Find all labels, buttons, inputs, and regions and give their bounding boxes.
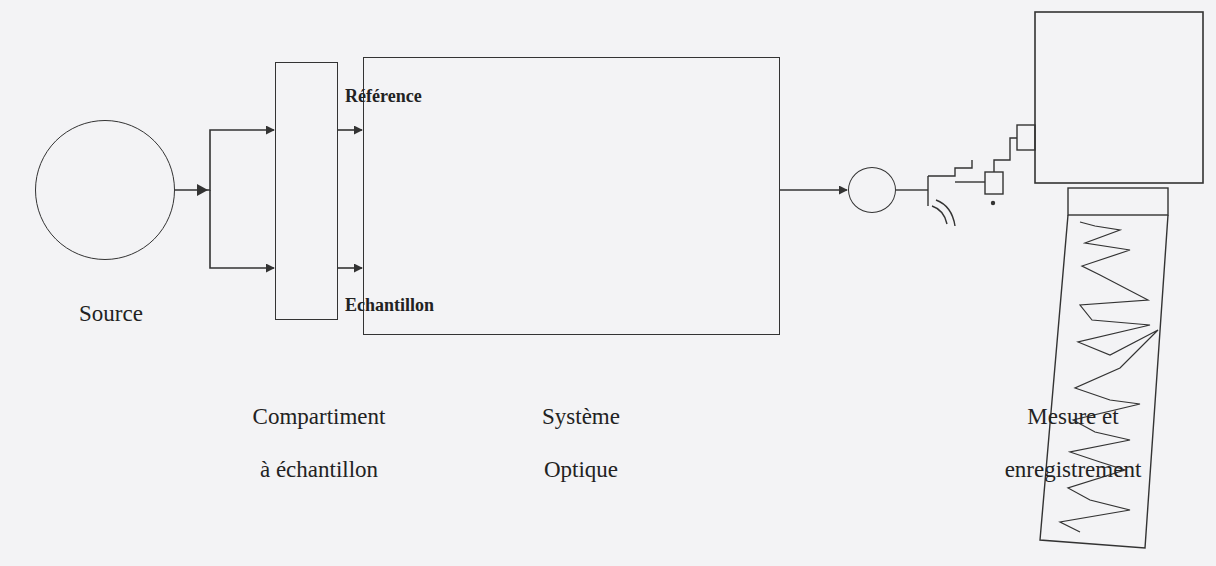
node-label: Mesure et enregistrement — [1005, 390, 1142, 496]
paper-strip — [1040, 215, 1168, 548]
node-label: Système Optique — [524, 390, 639, 496]
circle-node: Mesure et enregistrement — [848, 167, 896, 213]
arrow-connector — [175, 130, 274, 190]
detector-wiring — [896, 125, 1035, 226]
arrow-connector — [338, 267, 362, 269]
arrow-connector — [338, 129, 362, 131]
beam-branch — [210, 190, 274, 268]
beam-label: Echantillon — [345, 295, 434, 316]
circle-node: Source — [35, 120, 175, 260]
paper-roll — [1068, 188, 1168, 215]
recorder-trace — [1060, 222, 1158, 532]
beam-label: Référence — [345, 86, 422, 107]
contact-dot — [991, 201, 995, 205]
arrow-connector — [780, 189, 847, 191]
process-box: Système Optique — [363, 57, 780, 335]
process-box: Compartiment à échantillon — [275, 62, 338, 320]
node-label: Source — [79, 287, 143, 340]
node-label: Compartiment à échantillon — [253, 390, 386, 496]
recorder-box — [1035, 12, 1203, 183]
